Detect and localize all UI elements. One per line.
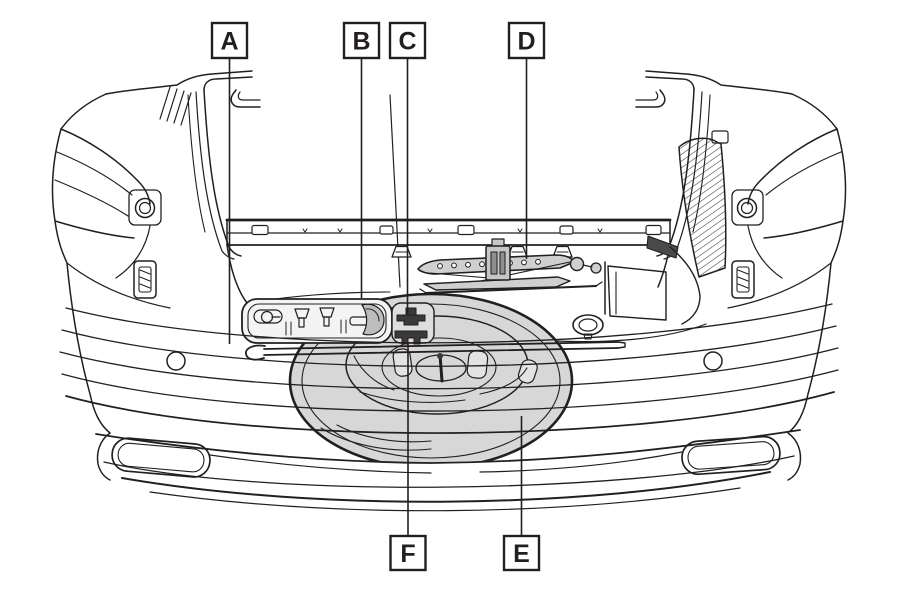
left-emblem-bezel — [128, 189, 162, 226]
diffuser-cutout-right — [681, 435, 781, 476]
grab-handle-left — [230, 89, 261, 108]
left-latch — [133, 260, 157, 299]
parking-sensor-left — [166, 351, 186, 371]
floor-grommet — [572, 314, 604, 340]
callout-letter-e: E — [513, 540, 530, 568]
right-emblem-ring — [736, 197, 758, 219]
tool-tray — [241, 298, 393, 344]
grab-handle-right — [635, 89, 666, 108]
callout-box-c — [388, 21, 427, 60]
jack-screw-eye — [569, 256, 585, 272]
tire-tread-lines — [320, 424, 432, 451]
diffuser-cutout-left — [111, 437, 211, 478]
right-latch — [731, 260, 755, 299]
scissor-jack — [417, 238, 603, 295]
callout-letter-b: B — [352, 28, 370, 56]
callout-letter-d: D — [517, 28, 535, 56]
rear-bumper — [59, 303, 839, 518]
callout-leaders — [228, 58, 528, 536]
bumper-contour-lines — [59, 303, 839, 434]
left-quarter-panel — [51, 70, 253, 434]
parking-sensor-right — [703, 351, 723, 371]
callout-box-b — [342, 21, 381, 60]
tire-hold-down-clamp — [394, 330, 428, 345]
jack-bracket — [485, 238, 511, 281]
right-emblem-bezel — [731, 189, 764, 226]
speaker-grille — [678, 130, 729, 278]
hatch-support-rod — [389, 94, 401, 288]
callout-letter-f: F — [400, 540, 415, 568]
callout-box-a — [210, 21, 249, 60]
tool-tray-tools — [253, 303, 385, 336]
jack-handle-rod — [245, 341, 626, 361]
sill-clips — [251, 224, 662, 236]
callout-letter-c: C — [398, 28, 416, 56]
hold-down-stud — [438, 353, 444, 383]
callout-letter-a: A — [220, 28, 238, 56]
left-emblem-ring — [134, 197, 156, 219]
left-pillar-weatherstrip — [187, 76, 253, 260]
right-quarter-panel — [645, 70, 847, 434]
tire-hold-down-hardware — [391, 302, 435, 345]
callout-box-e — [502, 534, 541, 572]
tire-hold-down-upper — [396, 307, 426, 326]
callout-box-f — [389, 534, 427, 572]
callout-box-d — [507, 21, 546, 60]
